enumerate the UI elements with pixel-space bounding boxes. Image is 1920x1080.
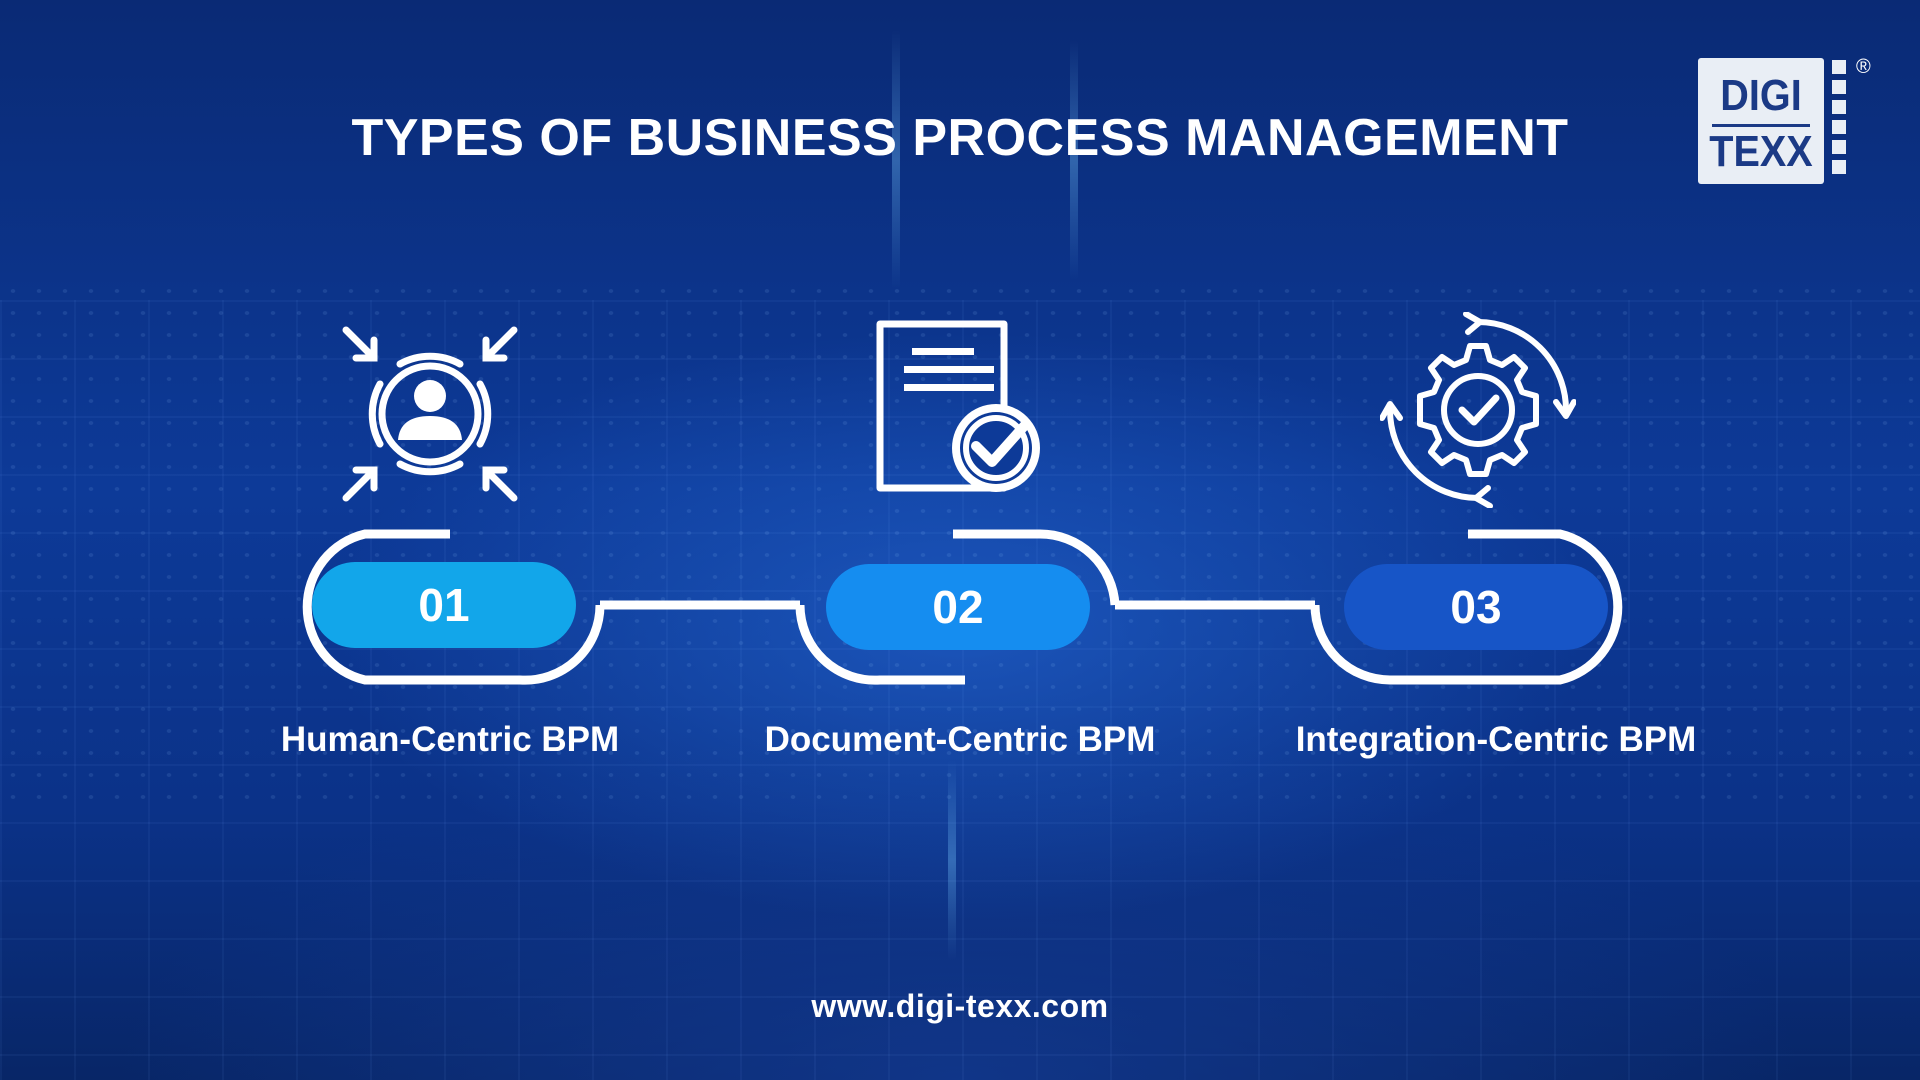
step-1-badge: 01 — [312, 562, 576, 648]
step-2-label: Document-Centric BPM — [764, 720, 1156, 759]
background-streak — [1070, 40, 1078, 280]
logo-box: DIGI TEXX — [1698, 58, 1824, 184]
connector-middle-bottom — [795, 604, 965, 685]
page-title: TYPES OF BUSINESS PROCESS MANAGEMENT — [351, 109, 1569, 167]
connector-middle-top — [953, 529, 1120, 606]
step-3-label: Integration-Centric BPM — [1295, 720, 1697, 759]
logo-divider — [1712, 124, 1810, 127]
connector-right-bracket — [1310, 529, 1623, 685]
document-check-icon — [876, 320, 1040, 492]
logo-bars — [1832, 60, 1846, 180]
logo-line-2: TEXX — [1709, 127, 1813, 176]
website-link[interactable]: www.digi-texx.com — [811, 988, 1109, 1024]
user-focus-icon — [342, 326, 518, 502]
step-1-label: Human-Centric BPM — [280, 720, 620, 759]
logo-line-1: DIGI — [1720, 71, 1802, 120]
company-logo: DIGI TEXX — [1698, 58, 1846, 186]
background-streak — [948, 760, 956, 960]
gear-cycle-icon — [1380, 312, 1576, 508]
step-2-badge: 02 — [826, 564, 1090, 650]
connector-left-bracket — [302, 529, 605, 685]
registered-mark: ® — [1856, 56, 1871, 78]
step-3-badge: 03 — [1344, 564, 1608, 650]
background-streak — [892, 30, 900, 290]
